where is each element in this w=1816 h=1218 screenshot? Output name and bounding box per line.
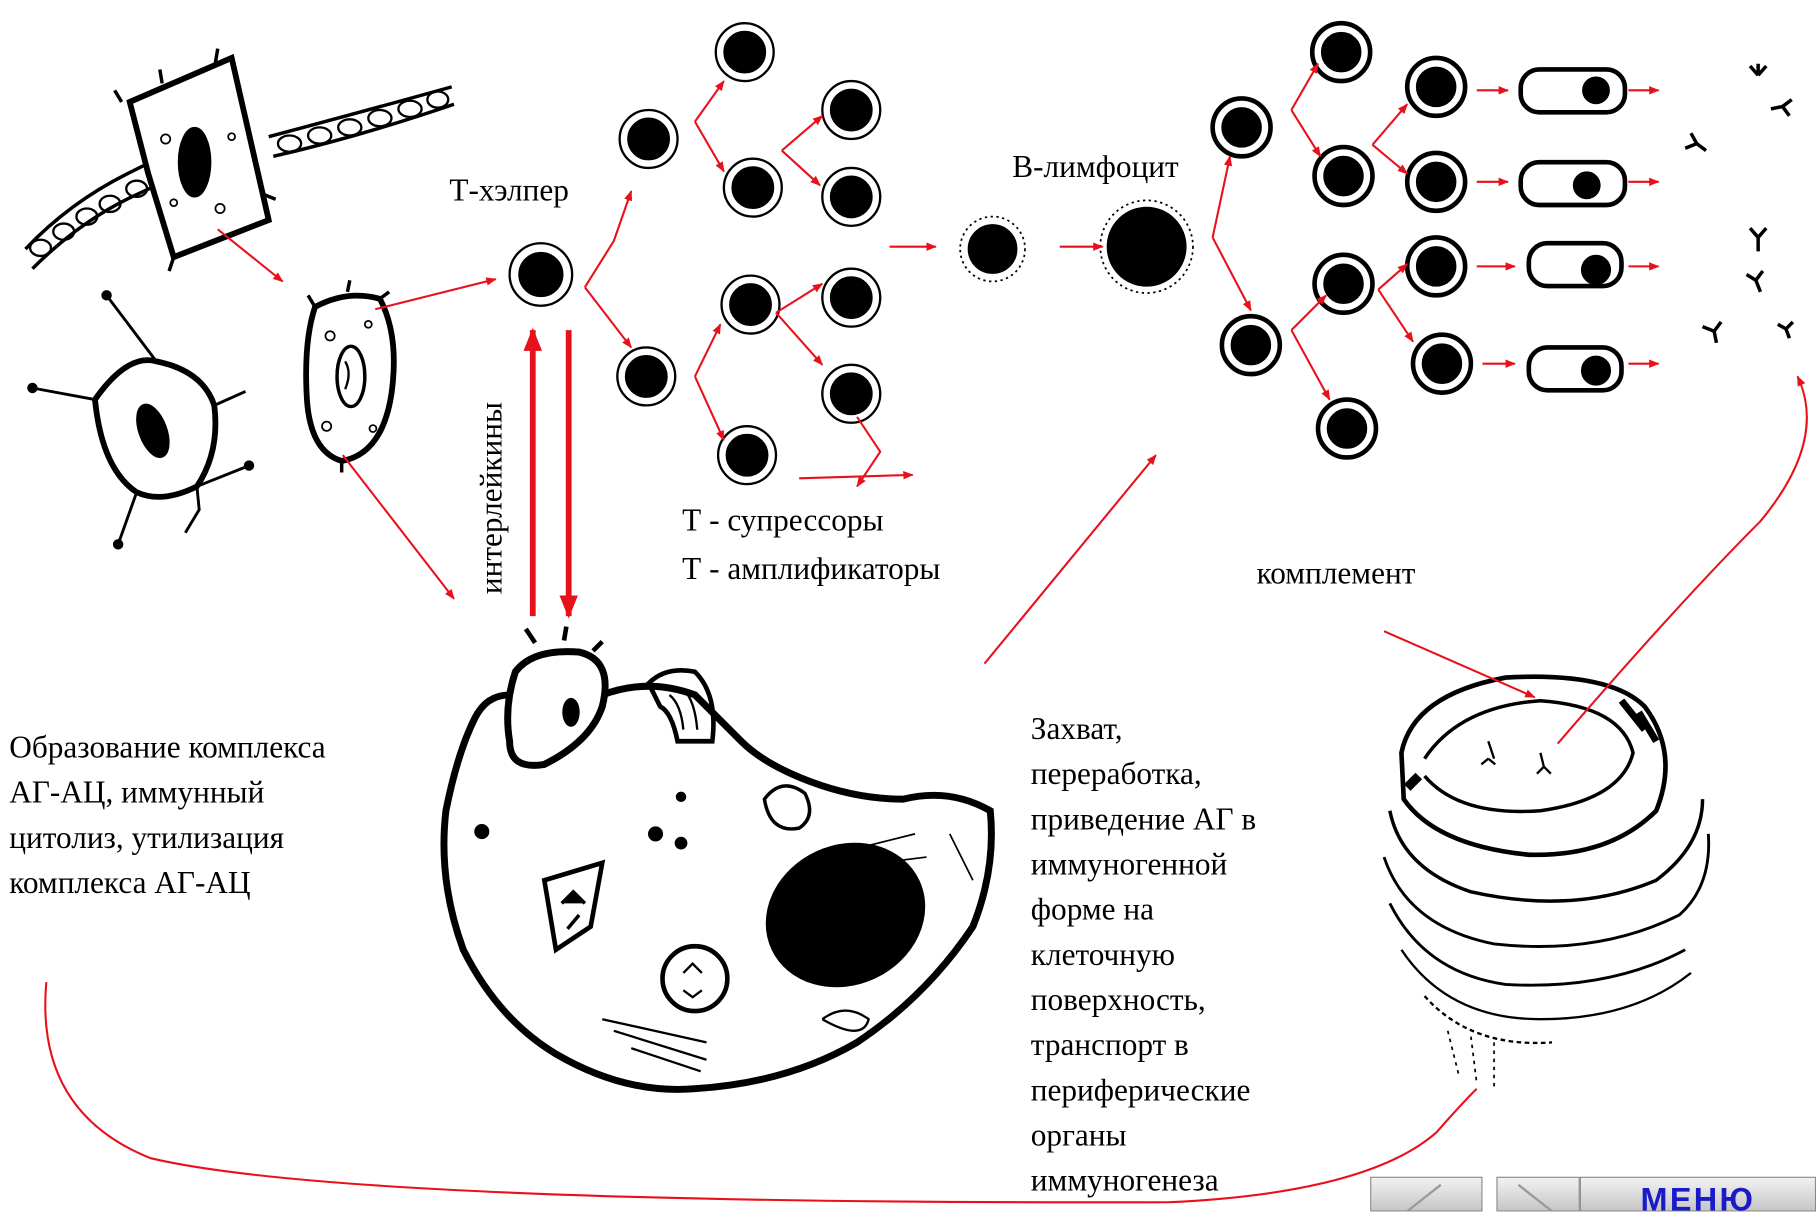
- forward-button[interactable]: [1496, 1177, 1579, 1212]
- caption-line: переработка,: [1031, 752, 1256, 797]
- b-cell-progeny: [1213, 23, 1471, 457]
- caption-line: приведение АГ в: [1031, 797, 1256, 842]
- caption-line: АГ-АЦ, иммунный: [9, 770, 325, 815]
- interleukin-arrows: [533, 330, 569, 616]
- label-t-helper: Т-хэлпер: [449, 168, 568, 213]
- caption-line: форме на: [1031, 887, 1256, 932]
- caption-line: органы: [1031, 1113, 1256, 1158]
- lymph-node: [1384, 677, 1709, 1089]
- triangle-left-icon: [1371, 1178, 1481, 1210]
- menu-button[interactable]: МЕНЮ: [1580, 1177, 1816, 1212]
- dendritic-cell: [28, 291, 254, 549]
- triangle-right-icon: [1498, 1178, 1579, 1210]
- back-button[interactable]: [1370, 1177, 1482, 1212]
- caption-line: транспорт в: [1031, 1023, 1256, 1068]
- label-t-suppressors: Т - супрессоры: [682, 498, 883, 543]
- antigen-presenting-cell: [306, 280, 394, 472]
- label-b-lymphocyte: В-лимфоцит: [1012, 145, 1178, 190]
- t-lymphocytes: [510, 23, 881, 484]
- menu-label: МЕНЮ: [1581, 1181, 1815, 1218]
- antibodies: [1685, 64, 1793, 343]
- red-arrows: [45, 64, 1807, 1203]
- caption-line: Захват,: [1031, 707, 1256, 752]
- left-caption: Образование комплекса АГ-АЦ, иммунный ци…: [9, 725, 325, 906]
- macrophage-top: [115, 49, 276, 271]
- plasma-cells: [1521, 69, 1625, 390]
- macrophage-bottom: [444, 627, 991, 1090]
- caption-line: поверхность,: [1031, 978, 1256, 1023]
- caption-line: периферические: [1031, 1068, 1256, 1113]
- caption-line: клеточную: [1031, 932, 1256, 977]
- caption-line: иммуногенной: [1031, 842, 1256, 887]
- label-complement: комплемент: [1257, 551, 1416, 596]
- caption-line: цитолиз, утилизация: [9, 815, 325, 860]
- label-t-amplifiers: Т - амплификаторы: [682, 547, 940, 592]
- label-interleukins: интерлейкины: [468, 328, 514, 594]
- caption-line: иммуногенеза: [1031, 1158, 1256, 1203]
- right-caption: Захват, переработка, приведение АГ в имм…: [1031, 707, 1256, 1204]
- caption-line: комплекса АГ-АЦ: [9, 861, 325, 906]
- caption-line: Образование комплекса: [9, 725, 325, 770]
